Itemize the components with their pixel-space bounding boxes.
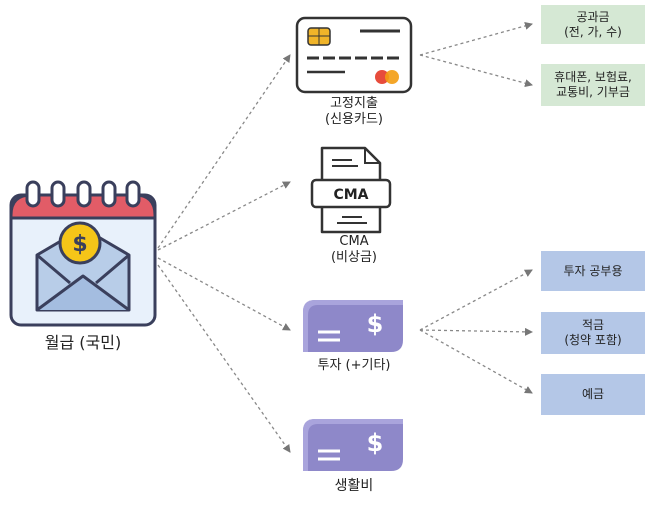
cma-document-icon (310, 146, 392, 234)
cma-label: CMA (비상금) (330, 234, 378, 265)
arrow-salary-cma (157, 181, 291, 251)
dollar-bill-icon: $ (303, 419, 403, 471)
arrow-invest-savings (419, 327, 533, 336)
dollar-bill-icon: $ (303, 300, 403, 352)
salary-label: 월급 (국민) (44, 333, 122, 352)
living-label: 생활비 (334, 478, 374, 494)
arrow-salary-living (157, 264, 291, 453)
credit-card-icon (295, 16, 413, 94)
calendar-envelope-dollar-icon: $ (9, 180, 157, 327)
svg-text:$: $ (72, 232, 87, 257)
arrow-salary-invest (157, 257, 291, 331)
fixed-expense-label: 고정지출 (신용카드) (325, 96, 383, 127)
utilities-box: 공과금 (전, 가, 수) (541, 5, 645, 44)
phone-insurance-box: 휴대폰, 보험료, 교통비, 기부금 (541, 64, 645, 106)
arrow-fixed-utilities (419, 22, 533, 56)
arrow-fixed-phone (419, 54, 533, 88)
savings-box: 적금 (청약 포함) (541, 312, 645, 354)
svg-text:$: $ (367, 429, 384, 457)
invest-study-box: 투자 공부용 (541, 251, 645, 291)
arrow-invest-study (419, 269, 533, 331)
invest-label: 투자 (+기타) (317, 358, 391, 373)
svg-text:$: $ (367, 310, 384, 338)
deposit-box: 예금 (541, 374, 645, 415)
arrow-salary-fixed (157, 54, 291, 249)
cma-doc-text: CMA (333, 187, 368, 203)
arrow-invest-deposit (419, 329, 533, 394)
